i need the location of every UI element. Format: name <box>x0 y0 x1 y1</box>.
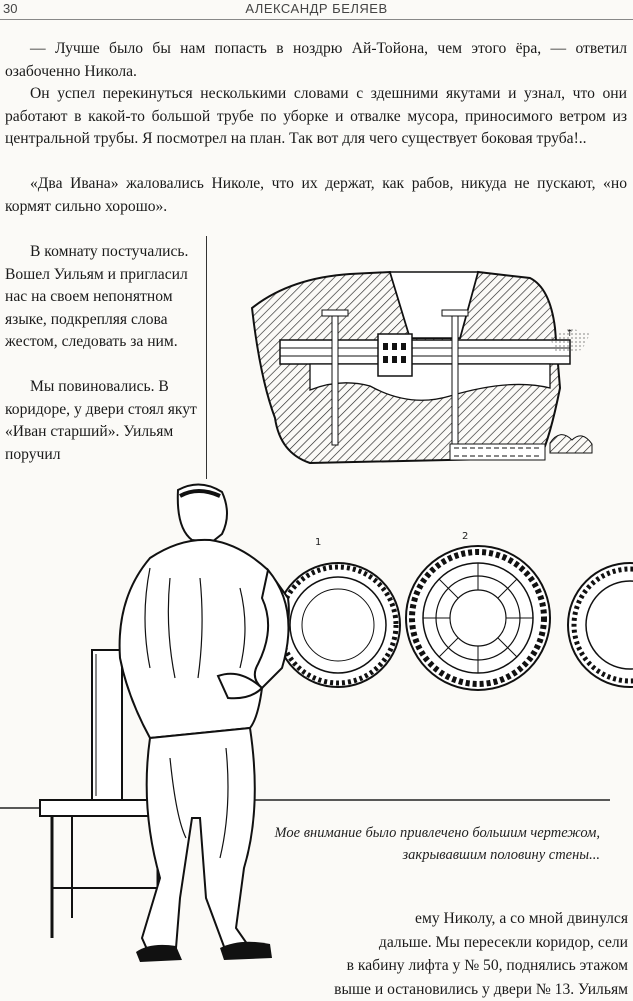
bottom-paragraph: ему Николу, а со мной двинулся дальше. М… <box>268 907 628 1001</box>
svg-text:↑: ↑ <box>566 329 574 339</box>
paragraph-4: В комнату постучались. Вошел Уильям и пр… <box>5 241 201 354</box>
page-header: 30 АЛЕКСАНДР БЕЛЯЕВ <box>0 0 633 19</box>
column-rule <box>206 236 207 479</box>
paragraph-2: Он успел перекинуться несколькими словам… <box>5 83 627 151</box>
header-rule <box>0 19 633 20</box>
running-title: АЛЕКСАНДР БЕЛЯЕВ <box>0 1 633 16</box>
shaft-cross-section-illustration: ↑ <box>250 268 605 473</box>
bottom-line: в кабину лифта у № 50, поднялись этажом <box>268 954 628 978</box>
illustration-caption: Мое внимание было привлечено большим чер… <box>262 822 600 866</box>
bottom-line: ему Николу, а со мной двинулся <box>268 907 628 931</box>
paragraph-3: «Два Ивана» жаловались Николе, что их де… <box>5 173 627 218</box>
paragraph-5: Мы повиновались. В коридоре, у двери сто… <box>5 376 201 466</box>
bottom-line: выше и остановились у двери № 13. Уильям <box>268 978 628 1001</box>
bottom-line: дальше. Мы пересекли коридор, сели <box>268 931 628 955</box>
paragraph-1: — Лучше было бы нам попасть в ноздрю Ай-… <box>5 38 627 83</box>
